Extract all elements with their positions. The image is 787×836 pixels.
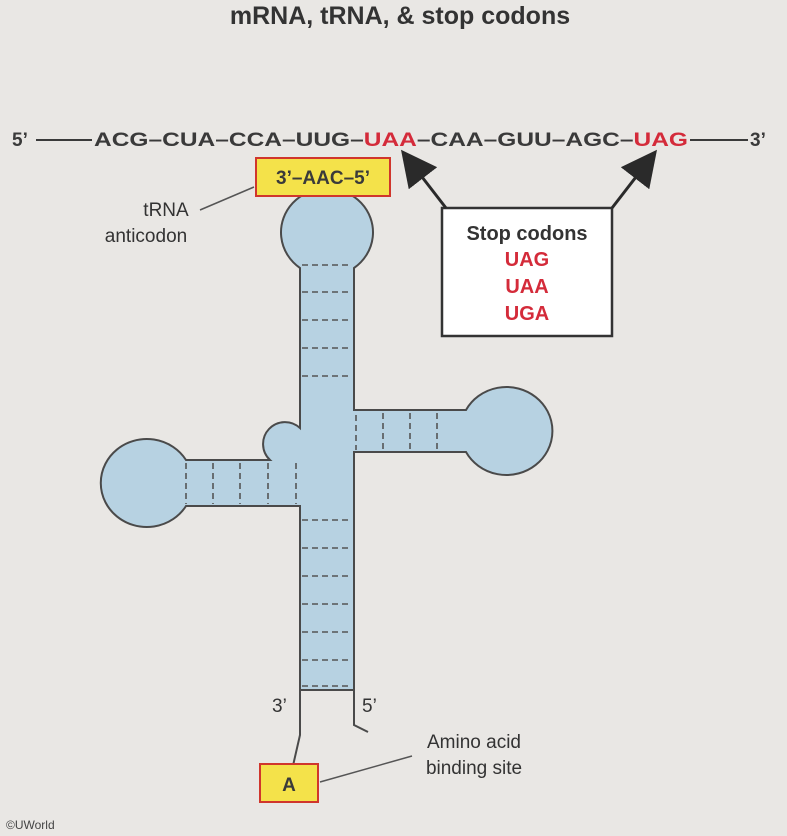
amino-site-label-line2: binding site <box>426 758 522 779</box>
amino-acid-box <box>259 763 319 803</box>
anticodon-label-line1: tRNA <box>143 200 189 221</box>
trna-body <box>99 187 554 691</box>
codon-separator: – <box>620 130 634 151</box>
trna-five-prime-label: 5’ <box>362 696 377 717</box>
mrna-codon: CUA <box>162 130 215 151</box>
codon-separator: – <box>148 130 162 151</box>
trna-five-prime-tail <box>353 690 369 733</box>
amino-site-pointer-line <box>319 755 413 783</box>
anticodon-label-line2: anticodon <box>105 226 187 247</box>
trna-three-prime-label: 3’ <box>272 696 287 717</box>
mrna-strand: 5’ ACG–CUA–CCA–UUG–UAA–CAA–GUU–AGC–UAG 3… <box>12 130 766 151</box>
mrna-sequence: ACG–CUA–CCA–UUG–UAA–CAA–GUU–AGC–UAG <box>94 130 688 151</box>
codon-separator: – <box>484 130 498 151</box>
mrna-codon: AGC <box>565 130 620 151</box>
mrna-codon: GUU <box>497 130 551 151</box>
stop-codons-title: Stop codons <box>466 223 587 245</box>
codon-separator: – <box>350 130 364 151</box>
mrna-codon: ACG <box>94 130 148 151</box>
trna-structure <box>99 187 554 691</box>
mrna-stop-codon: UAG <box>634 130 688 151</box>
mrna-stop-codon: UAA <box>364 130 417 151</box>
trna-base-pairs <box>185 264 438 687</box>
arrow-to-uag <box>610 149 658 209</box>
mrna-codons: ACG–CUA–CCA–UUG–UAA–CAA–GUU–AGC–UAG <box>94 130 688 151</box>
mrna-codon: CAA <box>431 130 484 151</box>
anticodon-text: 3’–AAC–5’ <box>276 168 370 189</box>
mrna-codon: CCA <box>229 130 282 151</box>
stop-codon-item: UAG <box>505 249 549 271</box>
codon-separator: – <box>417 130 431 151</box>
mrna-five-prime-label: 5’ <box>12 130 28 151</box>
anticodon-box <box>255 157 391 197</box>
credit-text: ©UWorld <box>6 818 55 831</box>
amino-acid-letter: A <box>282 775 296 796</box>
mrna-three-prime-label: 3’ <box>750 130 766 151</box>
codon-separator: – <box>282 130 296 151</box>
stop-codon-item: UGA <box>505 303 549 325</box>
mrna-codon: UUG <box>296 130 350 151</box>
arrow-to-uaa <box>400 149 448 209</box>
anticodon-pointer-line <box>199 186 255 211</box>
stop-codons-box <box>440 206 614 338</box>
stop-codon-item: UAA <box>505 276 548 298</box>
page-title: mRNA, tRNA, & stop codons <box>230 2 570 30</box>
trna-three-prime-tail <box>291 690 301 771</box>
codon-separator: – <box>552 130 566 151</box>
amino-site-label-line1: Amino acid <box>427 732 521 753</box>
codon-separator: – <box>215 130 229 151</box>
